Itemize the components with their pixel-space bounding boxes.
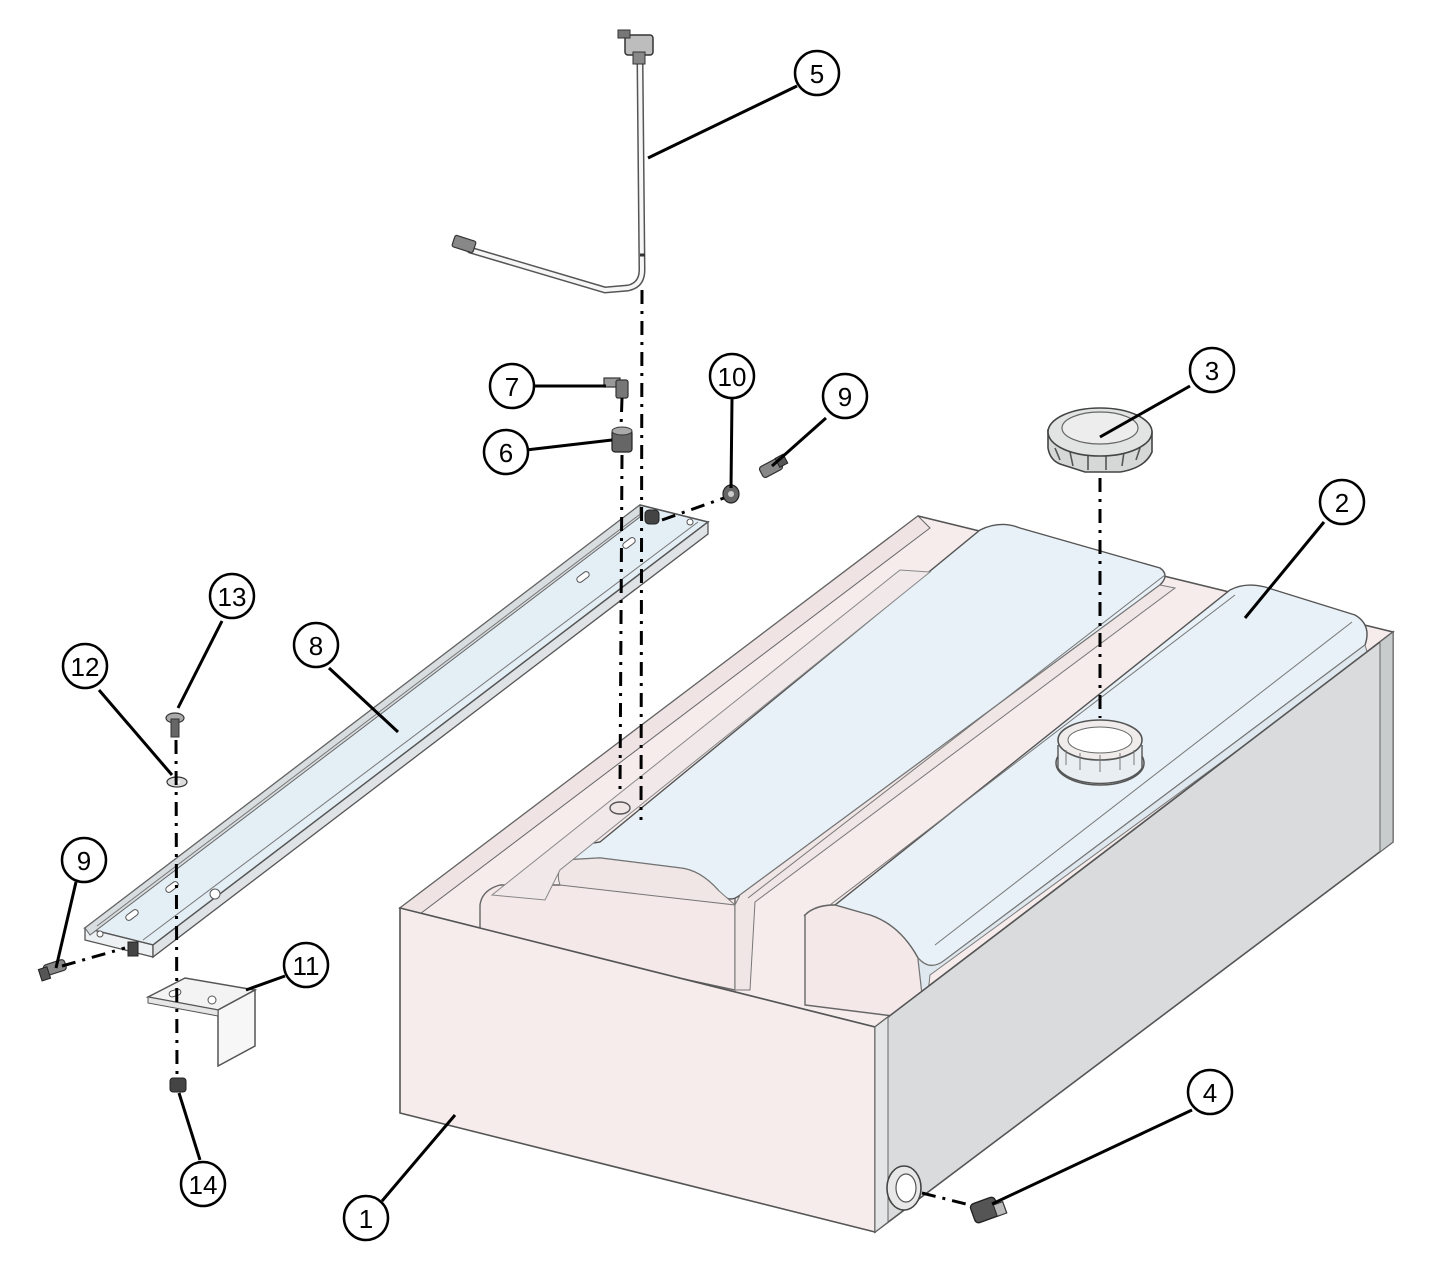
callout-number: 5: [810, 59, 824, 89]
bolt-lower: [37, 959, 67, 982]
callout-3: 3: [1188, 346, 1236, 394]
callout-number: 10: [718, 362, 747, 392]
grommet: [722, 484, 740, 504]
callout-14: 14: [179, 1160, 227, 1208]
filler-cap: [1047, 407, 1153, 473]
fuel-tank: [479, 523, 1369, 1021]
bracket: [145, 977, 258, 1068]
elbow-fitting: [603, 377, 629, 399]
callout-circle: [342, 1194, 390, 1242]
callout-number: 6: [499, 438, 513, 468]
callout-number: 9: [838, 382, 852, 412]
callout-number: 14: [189, 1170, 218, 1200]
callout-circle: [179, 1160, 227, 1208]
callout-4: 4: [1186, 1068, 1234, 1116]
mounting-rail: [83, 503, 710, 959]
callout-circle: [1188, 346, 1236, 394]
callout-circle: [708, 352, 756, 400]
nut: [169, 1077, 187, 1093]
callout-9: 9: [821, 372, 869, 420]
carriage-bolt: [165, 712, 185, 738]
callout-6: 6: [482, 428, 530, 476]
callout-circle: [488, 362, 536, 410]
callout-circle: [793, 49, 841, 97]
callout-10: 10: [708, 352, 756, 400]
callout-11: 11: [282, 941, 330, 989]
callout-number: 9: [77, 846, 91, 876]
callout-number: 3: [1205, 356, 1219, 386]
callout-5: 5: [793, 49, 841, 97]
callout-number: 4: [1203, 1078, 1217, 1108]
callout-circle: [61, 642, 109, 690]
callout-circle: [482, 428, 530, 476]
callout-circle: [292, 621, 340, 669]
callout-circle: [282, 941, 330, 989]
callout-circle: [1318, 478, 1366, 526]
callout-circle: [208, 572, 256, 620]
sender-tube: [451, 29, 654, 294]
callout-circle: [1186, 1068, 1234, 1116]
callout-9: 9: [60, 836, 108, 884]
callout-circle: [60, 836, 108, 884]
bushing: [611, 426, 633, 453]
callout-12: 12: [61, 642, 109, 690]
callout-number: 7: [505, 372, 519, 402]
tank-shell-front: [399, 630, 1394, 1234]
callout-circle: [821, 372, 869, 420]
callout-8: 8: [292, 621, 340, 669]
callout-number: 8: [309, 631, 323, 661]
leader-lines: [54, 84, 1326, 1206]
callout-number: 2: [1335, 488, 1349, 518]
callout-number: 13: [218, 582, 247, 612]
callout-13: 13: [208, 572, 256, 620]
assembly-lines: [61, 289, 1102, 1207]
callout-7: 7: [488, 362, 536, 410]
callout-2: 2: [1318, 478, 1366, 526]
callout-number: 11: [293, 951, 320, 981]
callout-1: 1: [342, 1194, 390, 1242]
callout-number: 1: [359, 1204, 373, 1234]
callout-number: 12: [71, 652, 100, 682]
